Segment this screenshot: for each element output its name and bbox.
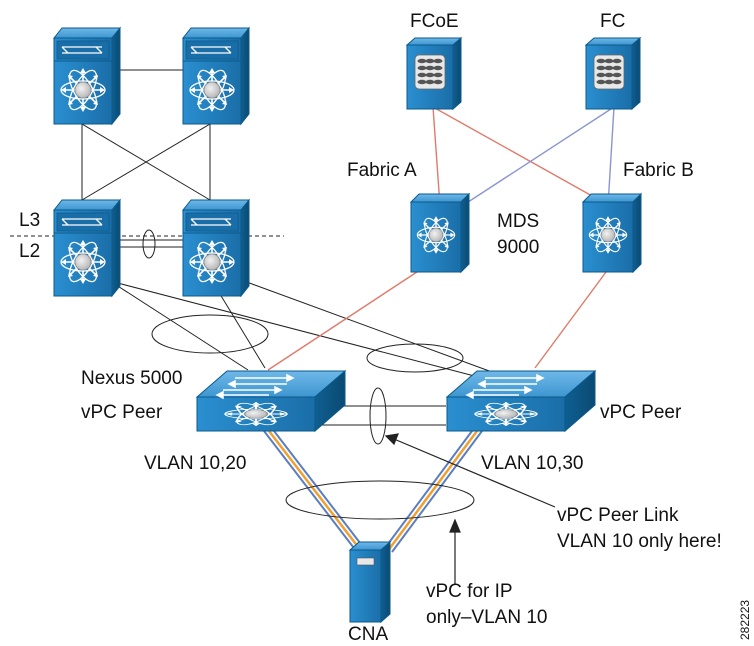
fcoe-links-right	[381, 430, 483, 553]
mds-switch-fabric-b	[583, 194, 641, 272]
aggregation-switch-left	[54, 200, 120, 296]
fc-storage	[585, 37, 641, 110]
vpc-ip-label-line2: only–VLAN 10	[426, 607, 547, 628]
san-links	[432, 106, 615, 207]
core-switch-left	[54, 28, 120, 124]
nexus-5000-left	[197, 371, 345, 431]
fabric-a-label: Fabric A	[347, 160, 417, 181]
figure-id-label: 282223	[738, 600, 752, 640]
fcoe-label: FCoE	[410, 11, 459, 32]
vpc-peer-left-label: vPC Peer	[81, 402, 163, 423]
peer-link-ring	[369, 387, 387, 445]
nexus-5000-right	[447, 371, 595, 431]
fcoe-storage	[406, 37, 462, 110]
peer-link-arrow	[384, 433, 556, 508]
agg-port-channel-ring	[142, 229, 156, 259]
cna-label: CNA	[348, 624, 388, 645]
vpc-ring-left	[151, 314, 269, 354]
mds-label-line1: MDS	[497, 211, 539, 232]
l3-label: L3	[19, 210, 40, 231]
cna-server	[349, 541, 391, 623]
mds-switch-fabric-a	[411, 194, 469, 272]
nexus-5000-label: Nexus 5000	[81, 368, 182, 389]
fcoe-links-left	[263, 430, 368, 553]
fc-label: FC	[600, 11, 625, 32]
vlan-left-label: VLAN 10,20	[144, 453, 246, 474]
fabric-b-label: Fabric B	[623, 160, 694, 181]
vpc-peer-right-label: vPC Peer	[600, 402, 682, 423]
vpc-ip-arrow	[449, 518, 461, 585]
agg-to-access-links	[109, 280, 493, 379]
peer-link-label-line1: vPC Peer Link	[557, 505, 679, 526]
core-switch-right	[183, 28, 249, 124]
vpc-cna-ring	[285, 480, 475, 520]
vpc-ring-right	[366, 343, 464, 373]
vpc-ip-label-line1: vPC for IP	[426, 581, 513, 602]
core-mesh-links	[81, 69, 211, 248]
l2-label: L2	[19, 241, 40, 262]
mds-label-line2: 9000	[497, 237, 539, 258]
aggregation-switch-right	[183, 200, 249, 296]
vlan-right-label: VLAN 10,30	[481, 453, 583, 474]
peer-link-label-line2: VLAN 10 only here!	[557, 531, 722, 552]
